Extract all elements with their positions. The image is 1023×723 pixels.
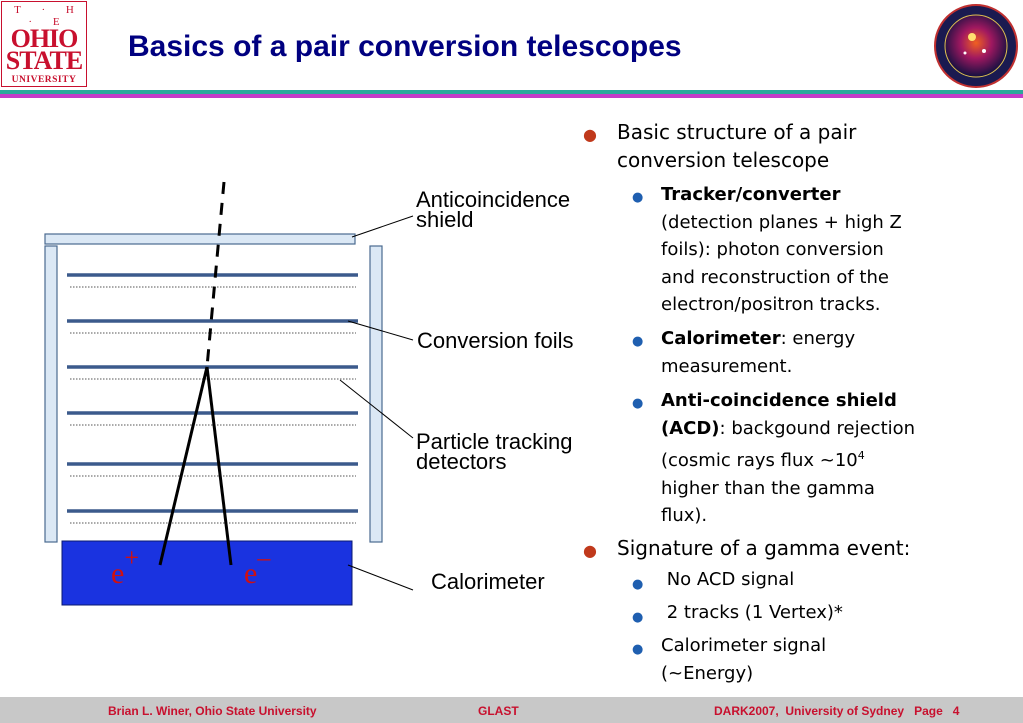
footer-project: GLAST [478, 704, 519, 718]
acd-rest2-sup: 4 [857, 449, 865, 462]
bullet-signature: Signature of a gamma event: [617, 536, 911, 560]
acd-left-panel [44, 245, 58, 543]
bullet-dot-1c: ● [632, 396, 644, 411]
acd-bold2: (ACD) [661, 417, 720, 439]
positron-track [158, 366, 209, 566]
page-title: Basics of a pair conversion telescopes [128, 30, 682, 63]
bullet-no-acd: No ACD signal [661, 569, 795, 590]
glast-logo-icon [934, 4, 1018, 88]
tracker-line3: and reconstruction of the [661, 266, 889, 288]
acd-rest4: flux). [661, 505, 708, 526]
header-rule-teal [0, 90, 1023, 94]
positron-e: e [111, 557, 125, 590]
bullet-basic-structure: Basic structure of a pair conversion tel… [617, 120, 857, 172]
logo-state: STATE [5, 46, 83, 75]
electron-minus: – [257, 543, 271, 572]
calorimeter-block [61, 540, 353, 606]
bullet-dot-1b: ● [632, 334, 644, 349]
tracker-bold: Tracker/converter [661, 184, 841, 205]
calorimeter-rest2: measurement. [661, 355, 793, 377]
logo-university: UNIVERSITY [11, 75, 77, 85]
calorimeter-rest1: : energy [780, 328, 856, 349]
tracker-line2: foils): photon conversion [661, 239, 884, 260]
ohio-state-logo: T · H · E OHIO STATE UNIVERSITY [1, 1, 87, 87]
acd-bold1: Anti-coincidence shield [661, 390, 897, 411]
footer-event-page: DARK2007, University of Sydney Page 4 [714, 704, 960, 718]
tracker-line1: (detection planes + high Z [661, 211, 902, 233]
tracking-detectors [70, 286, 356, 524]
electron-label: e– [244, 543, 270, 591]
bullet-calorimeter-signal: Calorimeter signal (~Energy) [661, 632, 981, 687]
acd-rest2: (cosmic rays flux ~10 [661, 450, 858, 471]
label-conversion-foils: Conversion foils [417, 328, 574, 353]
footer-author: Brian L. Winer, Ohio State University [108, 704, 317, 718]
label-acd-line2: shield [416, 207, 474, 232]
acd-rest1: : backgound rejection [719, 417, 916, 439]
bullet-calorimeter: Calorimeter: energy measurement. [661, 325, 1006, 380]
bullet-acd: Anti-coincidence shield (ACD): backgound… [661, 387, 1011, 530]
footer-bar: Brian L. Winer, Ohio State University GL… [0, 697, 1023, 723]
bullet-dot-2: ● [583, 541, 597, 560]
acd-top-panel [44, 233, 356, 245]
positron-label: e+ [111, 543, 139, 591]
electron-e: e [244, 557, 258, 590]
bullet-dot-2a: ● [632, 577, 644, 592]
photon-track [205, 181, 226, 368]
acd-rest3: higher than the gamma [661, 477, 875, 499]
positron-plus: + [124, 543, 139, 572]
telescope-diagram [44, 181, 414, 606]
cal-signal-line1: Calorimeter signal [661, 635, 827, 656]
bullet-dot-2b: ● [632, 610, 644, 625]
label-calorimeter: Calorimeter [431, 569, 545, 594]
bullet-dot-1: ● [583, 125, 597, 144]
cal-signal-line2: (~Energy) [661, 662, 754, 684]
label-tracking-line2: detectors [416, 449, 507, 474]
label-tracking-line1: Particle tracking [416, 429, 573, 454]
acd-right-panel [369, 245, 383, 543]
bullet-dot-1a: ● [632, 190, 644, 205]
calorimeter-bold: Calorimeter [661, 328, 781, 349]
label-acd-line1: Anticoincidence [416, 187, 571, 212]
label-leader-lines [339, 215, 414, 591]
header-rule-magenta [0, 94, 1023, 98]
tracker-line4: electron/positron tracks. [661, 294, 881, 315]
logo-the: T · H · E [14, 4, 83, 28]
bullet-dot-2c: ● [632, 642, 644, 657]
bullet-tracker-converter: Tracker/converter (detection planes + hi… [661, 181, 1006, 319]
bullet-two-tracks: 2 tracks (1 Vertex)* [661, 602, 843, 623]
electron-track [205, 366, 233, 566]
logo-ohio: OHIO [10, 24, 79, 53]
